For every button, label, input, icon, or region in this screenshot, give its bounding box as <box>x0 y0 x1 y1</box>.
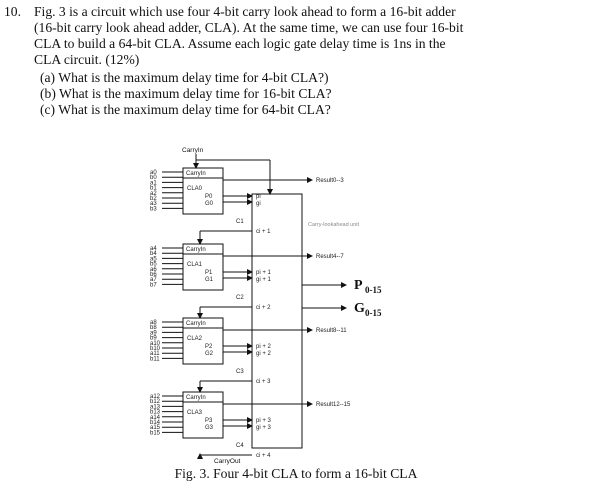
cla-block-3 <box>182 391 224 439</box>
input-label: b1 <box>150 186 157 192</box>
lookahead-unit-label: Carry-lookahead unit <box>308 222 360 228</box>
output-main-label: G <box>354 301 365 316</box>
cla-g-label: G2 <box>205 351 214 357</box>
question-line-1: Fig. 3 is a circuit which use four 4-bit… <box>34 4 456 19</box>
input-label: a6 <box>150 267 157 273</box>
input-label: b13 <box>150 410 161 416</box>
input-label: a5 <box>150 256 157 262</box>
input-label: b5 <box>150 262 157 268</box>
cla-g-label: G0 <box>205 201 214 207</box>
input-label: a15 <box>150 425 161 431</box>
carry-label: C4 <box>236 443 244 449</box>
input-label: a4 <box>150 246 157 252</box>
input-label: a0 <box>150 170 157 176</box>
carry-lookahead-unit <box>251 193 303 449</box>
cla-g-label: G3 <box>205 425 214 431</box>
unit-p-input: pi <box>256 194 261 200</box>
input-label: b14 <box>150 420 161 426</box>
cla-p-label: P3 <box>205 418 213 424</box>
question-number: 10. <box>4 4 21 19</box>
input-label: a12 <box>150 394 161 400</box>
cla-p-label: P2 <box>205 344 213 350</box>
input-label: a11 <box>150 351 160 357</box>
cla-block-name: CLA2 <box>187 336 203 342</box>
question-part-c: (c) What is the maximum delay time for 6… <box>40 102 331 117</box>
input-label: a7 <box>150 277 157 283</box>
unit-g-input: gi + 1 <box>256 277 272 283</box>
input-label: b7 <box>150 282 157 288</box>
question-part-a: (a) What is the maximum delay time for 4… <box>40 70 329 85</box>
carry-label: C1 <box>236 219 244 225</box>
input-label: b15 <box>150 430 161 436</box>
input-label: a13 <box>150 404 161 410</box>
input-label: b6 <box>150 272 157 278</box>
output-sub-label: 0-15 <box>365 308 382 318</box>
unit-g-input: gi <box>256 201 261 207</box>
cla-p-label: P0 <box>205 194 213 200</box>
question-part-b: (b) What is the maximum delay time for 1… <box>40 86 332 101</box>
input-label: a10 <box>150 341 161 347</box>
cla-block-name: CLA0 <box>187 186 203 192</box>
input-label: b4 <box>150 251 157 257</box>
unit-carry-out: ci + 1 <box>256 229 271 235</box>
output-main-label: P <box>354 278 363 293</box>
cla-p-label: P1 <box>205 270 213 276</box>
unit-carry-out: ci + 2 <box>256 305 271 311</box>
question-line-3: CLA to build a 64-bit CLA. Assume each l… <box>34 36 446 51</box>
cla-carryin-label: CarryIn <box>186 395 206 401</box>
carry-out-label: CarryOut <box>214 458 241 465</box>
input-label: a1 <box>150 180 157 186</box>
input-label: b10 <box>150 346 161 352</box>
figure-caption: Fig. 3. Four 4-bit CLA to form a 16-bit … <box>174 466 418 481</box>
result-label: Result8--11 <box>316 328 347 334</box>
result-label: Result0--3 <box>316 178 344 184</box>
input-label: b0 <box>150 175 157 181</box>
cla-block-0 <box>182 167 224 215</box>
unit-carry-out: ci + 4 <box>256 453 271 459</box>
cla-g-label: G1 <box>205 277 214 283</box>
input-label: a14 <box>150 415 161 421</box>
result-label: Result12--15 <box>316 402 351 408</box>
carry-label: C2 <box>236 295 244 301</box>
question-line-4: CLA circuit. (12%) <box>34 52 140 67</box>
cla-carryin-label: CarryIn <box>186 171 206 177</box>
cla-block-name: CLA1 <box>187 262 203 268</box>
input-label: a3 <box>150 201 157 207</box>
question-line-2: (16-bit carry look ahead adder, CLA). At… <box>34 20 464 35</box>
carry-label: C3 <box>236 369 244 375</box>
input-label: b11 <box>150 356 160 362</box>
output-sub-label: 0-15 <box>365 285 382 295</box>
cla-block-2 <box>182 317 224 365</box>
cla-block-name: CLA3 <box>187 410 203 416</box>
unit-g-input: gi + 3 <box>256 425 272 431</box>
cla-carryin-label: CarryIn <box>186 247 206 253</box>
input-label: a9 <box>150 330 157 336</box>
input-label: b12 <box>150 399 161 405</box>
input-label: b8 <box>150 325 157 331</box>
unit-p-input: pi + 2 <box>256 344 272 350</box>
cla-block-1 <box>182 243 224 291</box>
carry-in-top-label: CarryIn <box>182 147 204 154</box>
input-label: a8 <box>150 320 157 326</box>
unit-carry-out: ci + 3 <box>256 379 271 385</box>
input-label: b2 <box>150 196 157 202</box>
input-label: b3 <box>150 206 157 212</box>
input-label: b9 <box>150 336 157 342</box>
input-label: a2 <box>150 191 157 197</box>
unit-p-input: pi + 3 <box>256 418 272 424</box>
cla-carryin-label: CarryIn <box>186 321 206 327</box>
unit-p-input: pi + 1 <box>256 270 272 276</box>
result-label: Result4--7 <box>316 254 344 260</box>
unit-g-input: gi + 2 <box>256 351 272 357</box>
